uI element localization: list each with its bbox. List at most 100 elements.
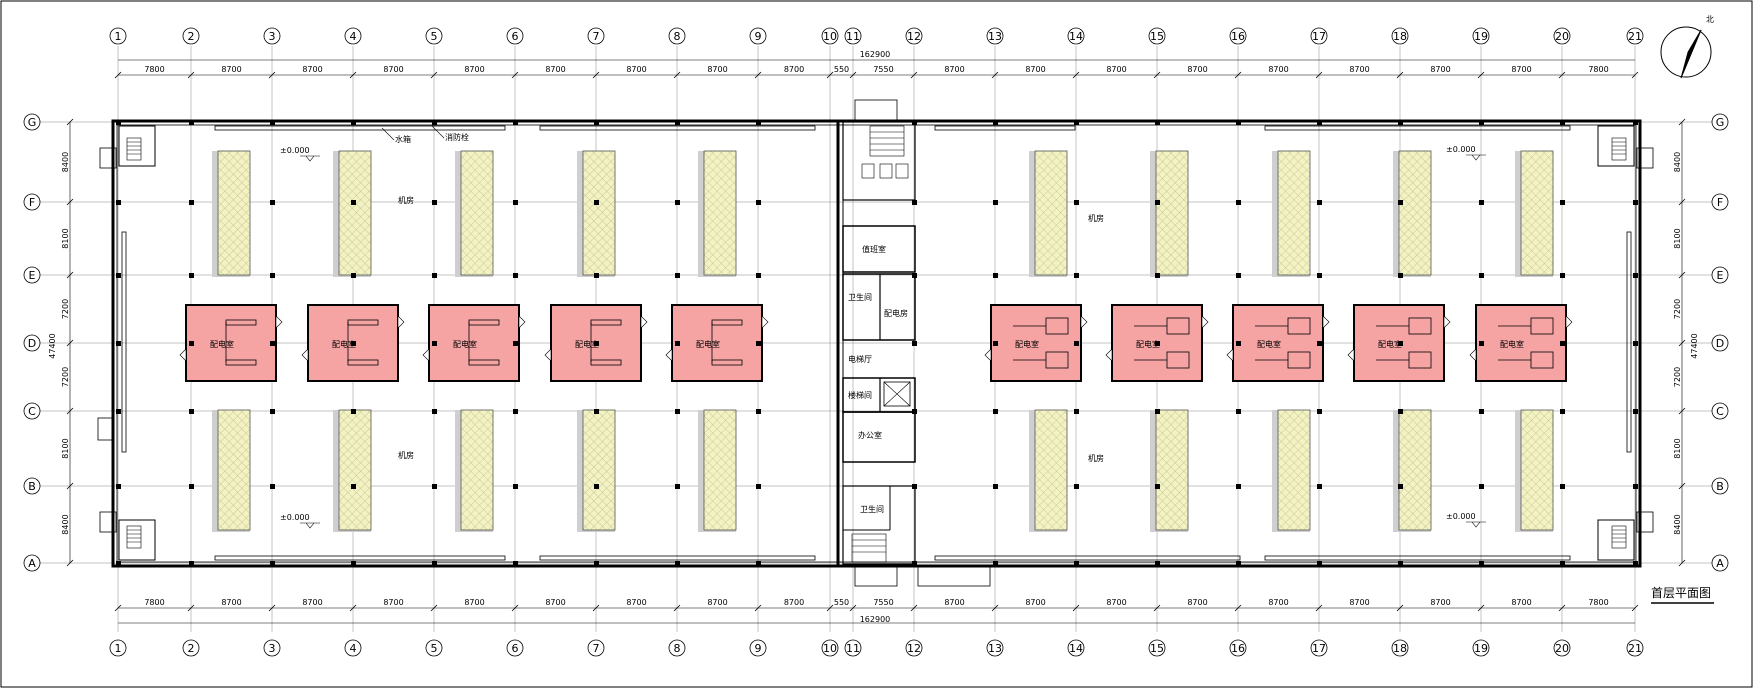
core-room-label: 电梯厅 xyxy=(848,354,872,364)
electric-room-label: 配电室 xyxy=(1015,339,1039,349)
span-dimension: 8700 xyxy=(1268,65,1288,74)
span-dimension: 8700 xyxy=(221,65,241,74)
axis-label: F xyxy=(29,196,35,209)
row-dimension: 8100 xyxy=(61,438,70,458)
span-dimension: 550 xyxy=(834,598,849,607)
electric-room-label: 配电室 xyxy=(453,339,477,349)
equipment-strip xyxy=(703,150,737,276)
axis-label: 21 xyxy=(1628,30,1642,43)
span-dimension: 8700 xyxy=(545,65,565,74)
span-dimension: 8700 xyxy=(1430,598,1450,607)
axis-bubble xyxy=(1148,27,1166,45)
axis-label: 9 xyxy=(755,642,762,655)
axis-bubble xyxy=(1626,27,1644,45)
equipment-strip xyxy=(1034,409,1068,531)
span-dimension: 8700 xyxy=(1187,598,1207,607)
axis-bubble xyxy=(821,27,839,45)
equipment-strip xyxy=(1520,150,1554,276)
axis-bubble xyxy=(905,27,923,45)
axis-label: C xyxy=(28,405,36,418)
equipment-strip xyxy=(1155,409,1189,531)
axis-label: 1 xyxy=(115,642,122,655)
span-dimension: 8700 xyxy=(464,65,484,74)
axis-label: 3 xyxy=(269,642,276,655)
axis-bubble xyxy=(1472,639,1490,657)
equipment-strips xyxy=(212,150,1554,532)
axis-bubble xyxy=(668,639,686,657)
equipment-strip xyxy=(1155,150,1189,276)
electric-rooms: 配电室配电室配电室配电室配电室配电室配电室配电室配电室配电室 xyxy=(179,304,1573,382)
axis-label: A xyxy=(1716,557,1724,570)
axis-bubbles: 1122334455667788991010111112121313141415… xyxy=(23,27,1729,657)
row-dimension: 8400 xyxy=(61,152,70,172)
axis-label: 12 xyxy=(907,642,921,655)
axis-label: 11 xyxy=(846,642,860,655)
core-room-label: 卫生间 xyxy=(848,292,872,302)
span-dimension: 8700 xyxy=(545,598,565,607)
axis-label: B xyxy=(1716,480,1724,493)
span-dimension: 8700 xyxy=(1511,598,1531,607)
axis-bubble xyxy=(1626,639,1644,657)
row-dimension: 7200 xyxy=(61,299,70,319)
span-dimension: 7550 xyxy=(873,65,893,74)
electric-room-label: 配电室 xyxy=(696,339,720,349)
span-dimension: 7800 xyxy=(1588,65,1608,74)
axis-bubble xyxy=(844,639,862,657)
drawing-title: 首层平面图 xyxy=(1651,586,1711,600)
workshop-label: 机房 xyxy=(398,195,414,205)
equipment-strip xyxy=(1520,409,1554,531)
axis-bubble xyxy=(1711,334,1729,352)
axis-label: 3 xyxy=(269,30,276,43)
electric-room xyxy=(671,304,763,382)
equipment-strip xyxy=(460,409,494,531)
axis-label: B xyxy=(28,480,36,493)
span-dimension: 8700 xyxy=(1106,598,1126,607)
axis-bubble xyxy=(23,266,41,284)
axis-bubble xyxy=(23,113,41,131)
equipment-strip xyxy=(1398,409,1432,531)
axis-label: 20 xyxy=(1555,642,1569,655)
note-label: 水箱 xyxy=(395,134,411,144)
row-dimension: 8400 xyxy=(1673,514,1682,534)
axis-bubble xyxy=(23,477,41,495)
equipment-strip xyxy=(1034,150,1068,276)
row-dimension: 8100 xyxy=(1673,228,1682,248)
axis-bubble xyxy=(1711,113,1729,131)
axis-bubble xyxy=(749,27,767,45)
axis-label: 4 xyxy=(350,642,357,655)
axis-bubble xyxy=(905,639,923,657)
span-dimension: 8700 xyxy=(784,65,804,74)
electric-room-label: 配电室 xyxy=(575,339,599,349)
column-markers xyxy=(116,120,1638,566)
span-dimension: 8700 xyxy=(626,65,646,74)
span-dimension: 8700 xyxy=(1025,65,1045,74)
axis-bubble xyxy=(23,334,41,352)
equipment-strip xyxy=(703,409,737,531)
axis-bubble xyxy=(109,639,127,657)
axis-bubble xyxy=(1711,402,1729,420)
axis-label: 5 xyxy=(431,30,438,43)
axis-bubble xyxy=(986,27,1004,45)
row-dimension: 7200 xyxy=(61,367,70,387)
electric-room-label: 配电室 xyxy=(1136,339,1160,349)
span-dimension: 8700 xyxy=(1106,65,1126,74)
axis-label: 21 xyxy=(1628,642,1642,655)
equipment-strip xyxy=(460,150,494,276)
row-dimension: 8400 xyxy=(61,514,70,534)
axis-bubble xyxy=(1067,27,1085,45)
axis-label: 16 xyxy=(1231,30,1245,43)
axis-label: D xyxy=(28,337,36,350)
axis-label: 13 xyxy=(988,30,1002,43)
span-dimension: 8700 xyxy=(1349,65,1369,74)
axis-bubble xyxy=(1310,27,1328,45)
axis-label: 4 xyxy=(350,30,357,43)
axis-label: A xyxy=(28,557,36,570)
workshop-label: 机房 xyxy=(398,450,414,460)
workshop-label: 机房 xyxy=(1088,453,1104,463)
axis-label: 13 xyxy=(988,642,1002,655)
axis-bubble xyxy=(425,639,443,657)
workshop-label: 机房 xyxy=(1088,213,1104,223)
axis-bubble xyxy=(1553,27,1571,45)
axis-bubble xyxy=(263,639,281,657)
